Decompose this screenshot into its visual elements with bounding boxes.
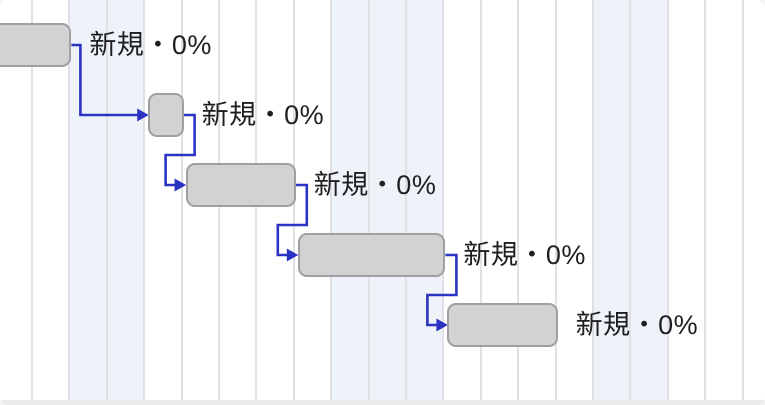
gantt-task-bar[interactable]: [148, 93, 184, 137]
day-gridline: [517, 0, 520, 405]
day-gridline: [592, 0, 594, 405]
task-status-progress-label: 新規・0%: [89, 30, 212, 60]
dependency-arrowhead-icon: [174, 178, 187, 192]
gantt-task-bar[interactable]: [185, 163, 296, 207]
day-gridline: [666, 0, 669, 405]
day-gridline: [330, 0, 333, 405]
gantt-task-bar[interactable]: [0, 23, 72, 67]
bottom-edge-strip: [0, 400, 765, 405]
day-gridline: [180, 0, 183, 405]
task-status-progress-label: 新規・0%: [201, 100, 325, 130]
day-gridline: [554, 0, 557, 405]
dependency-arrowhead-icon: [137, 108, 149, 122]
weekend-column-shade: [331, 0, 444, 405]
dependency-arrowhead-icon: [286, 248, 299, 262]
task-status-progress-label: 新規・0%: [313, 170, 437, 200]
day-gridline: [31, 0, 33, 405]
dependency-connector-line: [426, 253, 458, 327]
day-gridline: [405, 0, 407, 405]
dependency-connector-line: [71, 43, 139, 117]
day-gridline: [68, 0, 71, 405]
day-gridline: [704, 0, 707, 405]
gantt-task-bar[interactable]: [447, 303, 558, 347]
day-gridline: [442, 0, 445, 405]
dependency-connector-line: [276, 183, 309, 257]
task-status-progress-label: 新規・0%: [463, 240, 586, 270]
dependency-connector-line: [164, 113, 196, 187]
day-gridline: [367, 0, 370, 405]
day-gridline: [629, 0, 632, 405]
day-gridline: [143, 0, 146, 405]
dependency-arrowhead-icon: [436, 318, 448, 332]
task-status-progress-label: 新規・0%: [575, 310, 699, 340]
day-gridline: [479, 0, 482, 405]
day-gridline: [105, 0, 108, 405]
day-gridline: [741, 0, 744, 405]
gantt-task-bar[interactable]: [297, 233, 446, 277]
